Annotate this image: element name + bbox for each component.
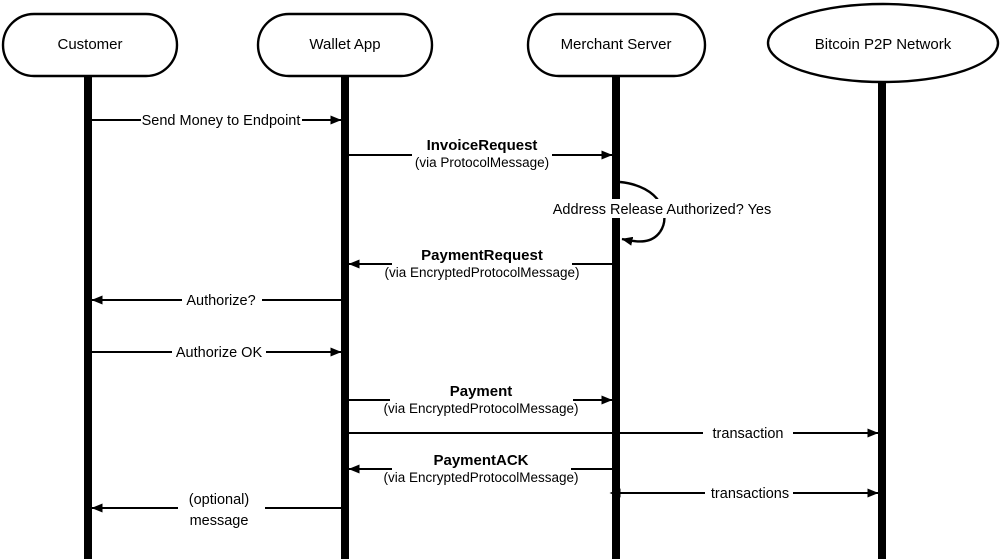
message-label-m9: PaymentACK — [433, 452, 528, 469]
message-label-m8: transaction — [713, 426, 784, 442]
message-label-m11: (optional) — [189, 492, 249, 508]
message-label-m6: Authorize OK — [176, 345, 263, 361]
participant-customer[interactable]: Customer — [1, 12, 179, 78]
message-sublabel-m11: message — [190, 513, 249, 529]
message-authorize-ok: Authorize OK — [92, 345, 342, 361]
participant-wallet[interactable]: Wallet App — [256, 12, 434, 78]
lifelines-layer — [84, 74, 886, 559]
message-authorize-query: Authorize? — [91, 293, 341, 309]
message-label-m3: Address Release Authorized? Yes — [553, 202, 771, 218]
message-payment-ack: PaymentACK (via EncryptedProtocolMessage… — [348, 452, 612, 485]
participant-bitcoin-label: Bitcoin P2P Network — [815, 36, 952, 53]
participant-merchant-shape — [526, 12, 707, 78]
label-backdrop-m3 — [549, 199, 775, 218]
message-invoice-request: InvoiceRequest (via ProtocolMessage) — [349, 137, 613, 170]
message-label-m2: InvoiceRequest — [427, 137, 538, 154]
message-transactions: transactions — [609, 486, 879, 502]
participant-bitcoin[interactable]: Bitcoin P2P Network — [766, 2, 1000, 84]
message-optional: (optional) message — [91, 492, 341, 529]
message-label-m7: Payment — [450, 383, 513, 400]
message-sublabel-m4: (via EncryptedProtocolMessage) — [384, 265, 579, 280]
participant-wallet-shape — [256, 12, 434, 78]
message-payment: Payment (via EncryptedProtocolMessage) — [349, 383, 613, 416]
message-sublabel-m9: (via EncryptedProtocolMessage) — [383, 470, 578, 485]
message-label-m4: PaymentRequest — [421, 247, 543, 264]
message-send-money-to-endpoint: Send Money to Endpoint — [92, 113, 342, 129]
message-transaction: transaction — [349, 426, 879, 442]
message-address-release-authorized: Address Release Authorized? Yes — [549, 180, 775, 246]
message-sublabel-m2: (via ProtocolMessage) — [415, 155, 549, 170]
participant-wallet-label: Wallet App — [309, 36, 380, 53]
participant-customer-shape — [1, 12, 179, 78]
participant-customer-label: Customer — [57, 36, 122, 53]
participant-merchant[interactable]: Merchant Server — [526, 12, 707, 78]
message-label-m5: Authorize? — [186, 293, 255, 309]
message-sublabel-m7: (via EncryptedProtocolMessage) — [383, 401, 578, 416]
participant-bitcoin-shape — [766, 2, 1000, 84]
participant-merchant-label: Merchant Server — [561, 36, 672, 53]
message-label-m10: transactions — [711, 486, 789, 502]
message-label-m1: Send Money to Endpoint — [142, 113, 301, 129]
message-payment-request: PaymentRequest (via EncryptedProtocolMes… — [348, 247, 612, 280]
participant-headers: Customer Wallet App Merchant Server Bitc… — [1, 2, 1000, 84]
